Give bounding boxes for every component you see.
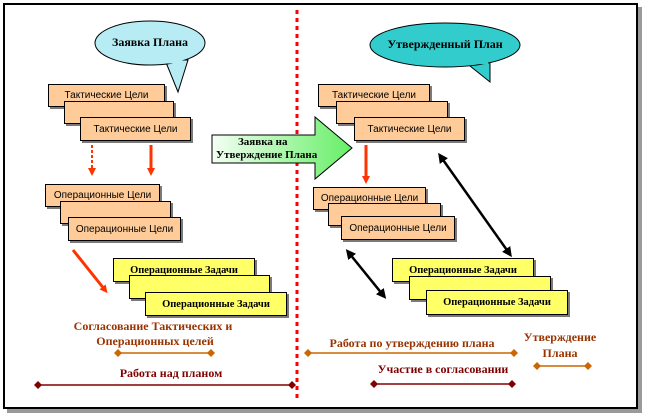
left-tactical-box-2: Тактические Цели <box>80 117 191 141</box>
right-operational-goals-box-2: Операционные Цели <box>341 216 455 240</box>
approval-request-label-2: Утверждение Плана <box>216 149 318 161</box>
left-bubble-label: Заявка Плана <box>111 35 189 49</box>
left-bubble <box>94 20 206 94</box>
double-arrow-tactical-tasks <box>438 152 512 258</box>
right-bubble <box>369 22 521 84</box>
work-on-plan-caption: Работа над планом <box>119 366 223 380</box>
timeline-agreement <box>114 349 215 357</box>
diagonal-red-arrow <box>71 249 108 294</box>
agreement-caption-line1: Согласование Тактических и <box>73 319 233 333</box>
approval-request-arrow <box>211 115 353 181</box>
timeline-approval-work <box>304 349 518 357</box>
left-operational-tasks-box-2: Операционные Задачи <box>145 292 287 316</box>
approval-work-caption: Работа по утверждению плана <box>329 336 495 350</box>
right-bubble-label: Утвержденный План <box>387 37 503 51</box>
participation-caption: Участие в согласовании <box>377 362 509 376</box>
timeline-participation <box>370 380 516 388</box>
left-operational-goals-box-2: Операционные Цели <box>68 217 181 241</box>
double-arrow-operational-tasks <box>345 249 387 299</box>
approval-caption-line2: Плана <box>542 346 578 360</box>
timeline-approval <box>533 362 592 370</box>
timeline-work-on-plan <box>34 381 296 389</box>
approval-caption-line1: Утверждение <box>523 330 597 344</box>
right-tactical-box-2: Тактические Цели <box>354 117 465 141</box>
agreement-caption-line2: Операционных целей <box>96 334 214 348</box>
approval-request-label-1: Заявка на <box>238 136 288 148</box>
right-operational-tasks-box-2: Операционные Задачи <box>426 290 568 315</box>
